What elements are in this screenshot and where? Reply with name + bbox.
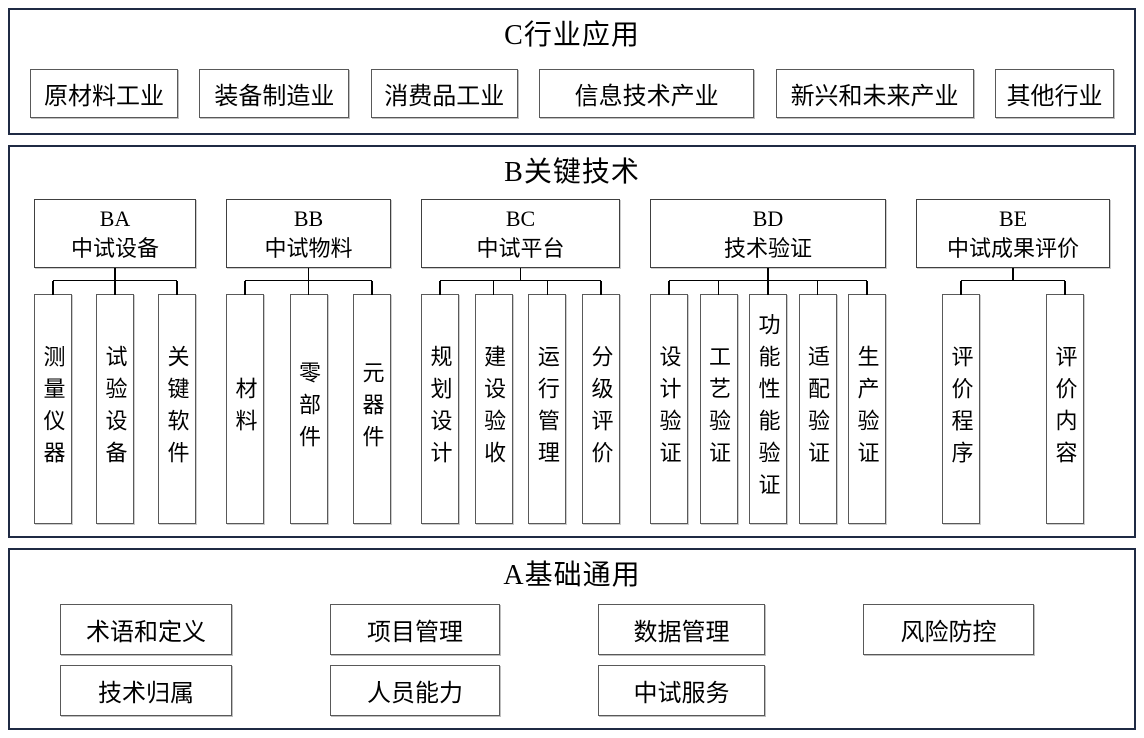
leaf-label: 零部件 bbox=[296, 361, 321, 457]
leaf-box: 评价程序 bbox=[942, 281, 980, 524]
leaf-box: 零部件 bbox=[289, 281, 328, 524]
leaf-box: 测量仪器 bbox=[34, 281, 72, 524]
section-industry-application: C行业应用 原材料工业 装备制造业 消费品工业 信息技术产业 新兴和未来产业 其… bbox=[8, 8, 1136, 135]
group-bd: BD 技术验证 设计验证 工艺验证 功能性能验证 适配验证 生产验证 bbox=[650, 199, 886, 524]
group-bd-header: BD 技术验证 bbox=[650, 199, 886, 268]
group-code: BC bbox=[505, 205, 536, 231]
group-bb-children: 材料 零部件 元器件 bbox=[226, 281, 391, 524]
group-name: 中试成果评价 bbox=[946, 235, 1079, 261]
industry-box: 装备制造业 bbox=[199, 69, 350, 118]
leaf-label: 试验设备 bbox=[102, 345, 128, 473]
group-code: BD bbox=[752, 205, 784, 231]
basics-box: 风险防控 bbox=[863, 604, 1034, 655]
leaf-label: 分级评价 bbox=[588, 345, 614, 473]
basics-box: 术语和定义 bbox=[60, 604, 232, 655]
technology-groups-row: BA 中试设备 测量仪器 试验设备 关键软件 BB 中试物料 材料 bbox=[10, 199, 1134, 524]
group-be-header: BE 中试成果评价 bbox=[916, 199, 1110, 268]
leaf-label: 关键软件 bbox=[164, 345, 190, 473]
leaf-box: 工艺验证 bbox=[699, 281, 738, 524]
basics-box: 数据管理 bbox=[598, 604, 765, 655]
section-b-title: B关键技术 bbox=[504, 157, 640, 188]
group-name: 中试平台 bbox=[476, 235, 565, 261]
leaf-label: 建设验收 bbox=[481, 345, 507, 473]
leaf-box: 生产验证 bbox=[848, 281, 886, 524]
leaf-box: 关键软件 bbox=[158, 281, 196, 524]
section-c-title: C行业应用 bbox=[504, 20, 640, 51]
group-ba-header: BA 中试设备 bbox=[34, 199, 196, 268]
industry-box: 其他行业 bbox=[994, 69, 1114, 118]
leaf-box: 评价内容 bbox=[1046, 281, 1084, 524]
leaf-label: 适配验证 bbox=[805, 345, 830, 473]
leaf-label: 工艺验证 bbox=[706, 345, 731, 473]
leaf-box: 规划设计 bbox=[421, 281, 459, 524]
basics-box-grid: 术语和定义 项目管理 数据管理 风险防控 技术归属 人员能力 中试服务 bbox=[10, 604, 1134, 716]
group-code: BB bbox=[293, 205, 324, 231]
group-ba: BA 中试设备 测量仪器 试验设备 关键软件 bbox=[34, 199, 196, 524]
section-key-technologies: B关键技术 BA 中试设备 测量仪器 试验设备 关键软件 BB 中试物料 bbox=[8, 145, 1136, 538]
group-name: 技术验证 bbox=[723, 235, 812, 261]
leaf-label: 材料 bbox=[232, 377, 258, 441]
industry-box: 新兴和未来产业 bbox=[775, 69, 974, 118]
basics-box: 中试服务 bbox=[598, 665, 765, 716]
leaf-label: 设计验证 bbox=[656, 345, 682, 473]
leaf-label: 评价内容 bbox=[1052, 345, 1078, 473]
group-bb-header: BB 中试物料 bbox=[226, 199, 391, 268]
connector bbox=[421, 268, 620, 281]
leaf-label: 生产验证 bbox=[854, 345, 880, 473]
leaf-box: 分级评价 bbox=[581, 281, 620, 524]
leaf-box: 适配验证 bbox=[798, 281, 837, 524]
group-bc: BC 中试平台 规划设计 建设验收 运行管理 分级评价 bbox=[421, 199, 620, 524]
group-bb: BB 中试物料 材料 零部件 元器件 bbox=[226, 199, 391, 524]
basics-box: 人员能力 bbox=[330, 665, 500, 716]
group-name: 中试物料 bbox=[264, 235, 353, 261]
connector bbox=[650, 268, 886, 281]
group-bc-header: BC 中试平台 bbox=[421, 199, 620, 268]
leaf-box: 运行管理 bbox=[528, 281, 567, 524]
basics-box: 项目管理 bbox=[330, 604, 500, 655]
group-bd-children: 设计验证 工艺验证 功能性能验证 适配验证 生产验证 bbox=[650, 281, 886, 524]
leaf-label: 测量仪器 bbox=[40, 345, 66, 473]
leaf-box: 材料 bbox=[226, 281, 264, 524]
basics-box: 技术归属 bbox=[60, 665, 232, 716]
leaf-label: 元器件 bbox=[359, 361, 385, 457]
leaf-label: 功能性能验证 bbox=[755, 313, 781, 505]
leaf-box: 元器件 bbox=[353, 281, 391, 524]
group-be: BE 中试成果评价 评价程序 评价内容 bbox=[916, 199, 1110, 524]
leaf-box: 功能性能验证 bbox=[749, 281, 787, 524]
industry-box: 原材料工业 bbox=[30, 69, 178, 118]
group-name: 中试设备 bbox=[70, 235, 159, 261]
group-code: BE bbox=[998, 205, 1028, 231]
group-code: BA bbox=[99, 205, 131, 231]
leaf-label: 规划设计 bbox=[427, 345, 453, 473]
section-a-title: A基础通用 bbox=[503, 560, 641, 591]
leaf-label: 评价程序 bbox=[948, 345, 974, 473]
group-bc-children: 规划设计 建设验收 运行管理 分级评价 bbox=[421, 281, 620, 524]
connector bbox=[226, 268, 391, 281]
leaf-label: 运行管理 bbox=[534, 345, 560, 473]
section-general-basics: A基础通用 术语和定义 项目管理 数据管理 风险防控 技术归属 人员能力 中试服… bbox=[8, 548, 1136, 730]
industry-box: 信息技术产业 bbox=[539, 69, 755, 118]
group-be-children: 评价程序 评价内容 bbox=[916, 281, 1110, 524]
leaf-box: 试验设备 bbox=[96, 281, 134, 524]
connector bbox=[34, 268, 196, 281]
leaf-box: 设计验证 bbox=[650, 281, 688, 524]
leaf-box: 建设验收 bbox=[474, 281, 513, 524]
industry-box-row: 原材料工业 装备制造业 消费品工业 信息技术产业 新兴和未来产业 其他行业 bbox=[10, 69, 1134, 118]
connector bbox=[916, 268, 1110, 281]
group-ba-children: 测量仪器 试验设备 关键软件 bbox=[34, 281, 196, 524]
industry-box: 消费品工业 bbox=[370, 69, 518, 118]
